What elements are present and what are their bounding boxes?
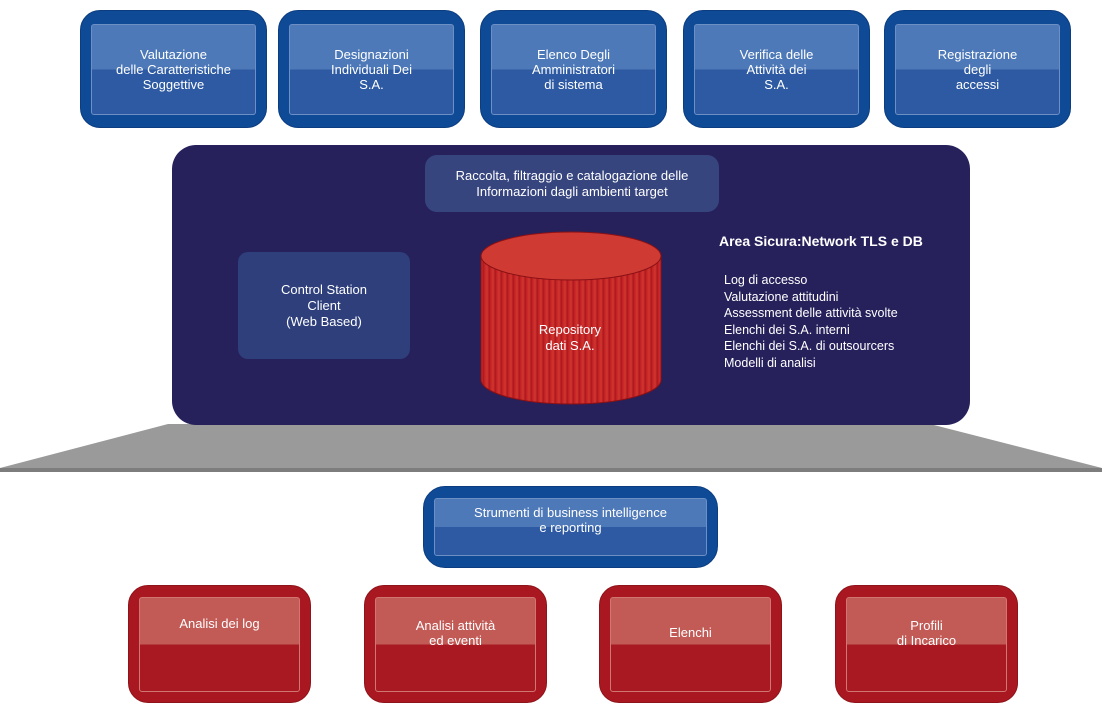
area-list: Log di accesso Valutazione attitudini As… <box>724 272 898 371</box>
repository-label: Repository dati S.A. <box>538 322 602 353</box>
bi-box: Strumenti di business intelligence e rep… <box>423 486 718 568</box>
top-box-valutazione: Valutazione delle Caratteristiche Sogget… <box>80 10 267 128</box>
area-list-item: Elenchi dei S.A. di outsourcers <box>724 339 895 353</box>
area-list-item: Log di accesso <box>724 273 808 287</box>
area-title: Area Sicura:Network TLS e DB <box>719 233 923 249</box>
control-station-box: Control Station Client (Web Based) <box>238 252 410 359</box>
bottom-box-label: Analisi dei log <box>139 597 300 692</box>
top-box-elenco-amministratori: Elenco Degli Amministratori di sistema <box>480 10 667 128</box>
bottom-box-label: Elenchi <box>610 597 771 692</box>
bottom-box-profili: Profili di Incarico <box>835 585 1018 703</box>
top-box-label: Verifica delle Attività dei S.A. <box>694 24 859 115</box>
top-box-label: Registrazione degli accessi <box>895 24 1060 115</box>
top-box-designazioni: Designazioni Individuali Dei S.A. <box>278 10 465 128</box>
raccolta-box: Raccolta, filtraggio e catalogazione del… <box>425 155 719 212</box>
area-list-item: Assessment delle attività svolte <box>724 306 898 320</box>
bi-box-label: Strumenti di business intelligence e rep… <box>434 498 707 556</box>
top-box-registrazione: Registrazione degli accessi <box>884 10 1071 128</box>
top-box-label: Valutazione delle Caratteristiche Sogget… <box>91 24 256 115</box>
bottom-box-elenchi: Elenchi <box>599 585 782 703</box>
top-box-label: Elenco Degli Amministratori di sistema <box>491 24 656 115</box>
top-box-verifica: Verifica delle Attività dei S.A. <box>683 10 870 128</box>
bottom-box-analisi-log: Analisi dei log <box>128 585 311 703</box>
area-list-item: Valutazione attitudini <box>724 289 839 304</box>
platform-shelf <box>0 424 1102 472</box>
area-list-item: Modelli di analisi <box>724 355 816 370</box>
area-list-item: Elenchi dei S.A. interni <box>724 322 850 337</box>
bottom-box-label: Profili di Incarico <box>846 597 1007 692</box>
bottom-box-analisi-attivita: Analisi attività ed eventi <box>364 585 547 703</box>
repository-cylinder <box>480 231 662 405</box>
bottom-box-label: Analisi attività ed eventi <box>375 597 536 692</box>
top-box-label: Designazioni Individuali Dei S.A. <box>289 24 454 115</box>
